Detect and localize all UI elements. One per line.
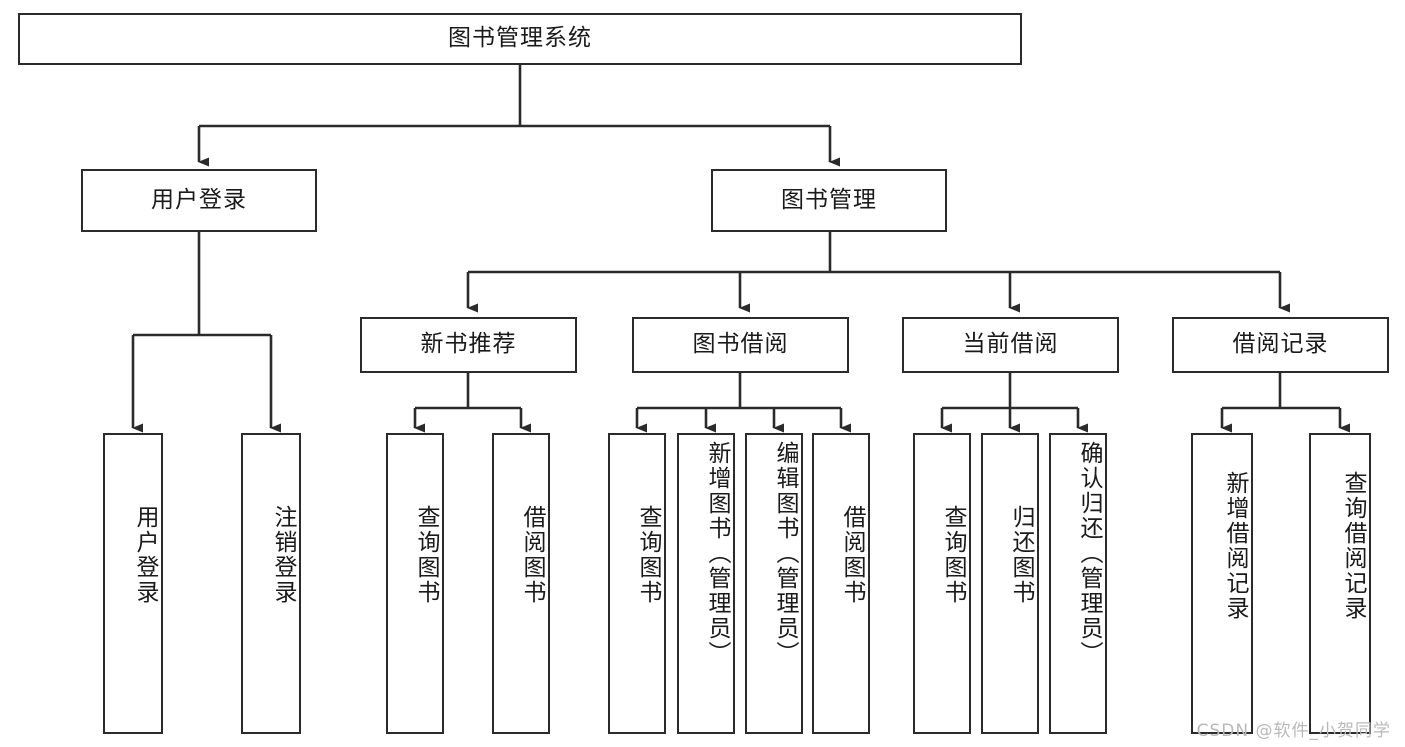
node-leaf-logout-login-label: 注销登录: [270, 505, 296, 605]
node-root[interactable]: 图书管理系统: [18, 13, 1022, 65]
node-leaf-query-book-1[interactable]: 查询图书: [386, 433, 444, 734]
node-leaf-query-book-1-label: 查询图书: [413, 505, 439, 605]
node-leaf-user-login[interactable]: 用户登录: [103, 433, 163, 734]
node-leaf-borrow-book-2[interactable]: 借阅图书: [812, 433, 870, 734]
node-leaf-query-borrow-record[interactable]: 查询借阅记录: [1309, 433, 1371, 734]
node-leaf-query-book-3[interactable]: 查询图书: [913, 433, 971, 734]
node-book-manage-label: 图书管理: [781, 186, 877, 213]
node-leaf-add-book-label: 新增图书（管理员）: [704, 441, 730, 666]
node-book-borrow-label: 图书借阅: [692, 331, 789, 358]
node-new-book-recommend[interactable]: 新书推荐: [360, 317, 577, 373]
node-root-label: 图书管理系统: [448, 25, 592, 52]
node-leaf-return-book[interactable]: 归还图书: [981, 433, 1039, 734]
node-leaf-user-login-label: 用户登录: [132, 505, 158, 605]
node-leaf-logout-login[interactable]: 注销登录: [241, 433, 301, 734]
node-current-borrow[interactable]: 当前借阅: [902, 317, 1119, 373]
node-leaf-query-book-2[interactable]: 查询图书: [608, 433, 666, 734]
node-user-login-label: 用户登录: [151, 186, 247, 213]
node-borrow-record-label: 借阅记录: [1232, 331, 1329, 358]
node-leaf-add-borrow-record-label: 新增借阅记录: [1222, 471, 1248, 621]
node-leaf-borrow-book-2-label: 借阅图书: [839, 505, 865, 605]
node-leaf-confirm-return-label: 确认归还（管理员）: [1076, 441, 1102, 666]
node-leaf-query-book-3-label: 查询图书: [940, 505, 966, 605]
node-leaf-edit-book-label: 编辑图书（管理员）: [772, 441, 798, 666]
node-leaf-return-book-label: 归还图书: [1008, 505, 1034, 605]
watermark-text: CSDN @软件_小贺同学: [1196, 721, 1391, 741]
node-current-borrow-label: 当前借阅: [962, 331, 1059, 358]
node-book-manage[interactable]: 图书管理: [711, 169, 947, 232]
node-leaf-query-book-2-label: 查询图书: [635, 505, 661, 605]
node-book-borrow[interactable]: 图书借阅: [632, 317, 849, 373]
node-leaf-add-borrow-record[interactable]: 新增借阅记录: [1191, 433, 1253, 734]
node-leaf-add-book[interactable]: 新增图书（管理员）: [677, 433, 735, 734]
node-leaf-borrow-book-1[interactable]: 借阅图书: [492, 433, 550, 734]
node-leaf-confirm-return[interactable]: 确认归还（管理员）: [1049, 433, 1107, 734]
node-leaf-query-borrow-record-label: 查询借阅记录: [1340, 471, 1366, 621]
node-borrow-record[interactable]: 借阅记录: [1172, 317, 1389, 373]
node-new-book-recommend-label: 新书推荐: [420, 331, 517, 358]
node-leaf-borrow-book-1-label: 借阅图书: [519, 505, 545, 605]
node-leaf-edit-book[interactable]: 编辑图书（管理员）: [745, 433, 803, 734]
node-user-login[interactable]: 用户登录: [81, 169, 317, 232]
